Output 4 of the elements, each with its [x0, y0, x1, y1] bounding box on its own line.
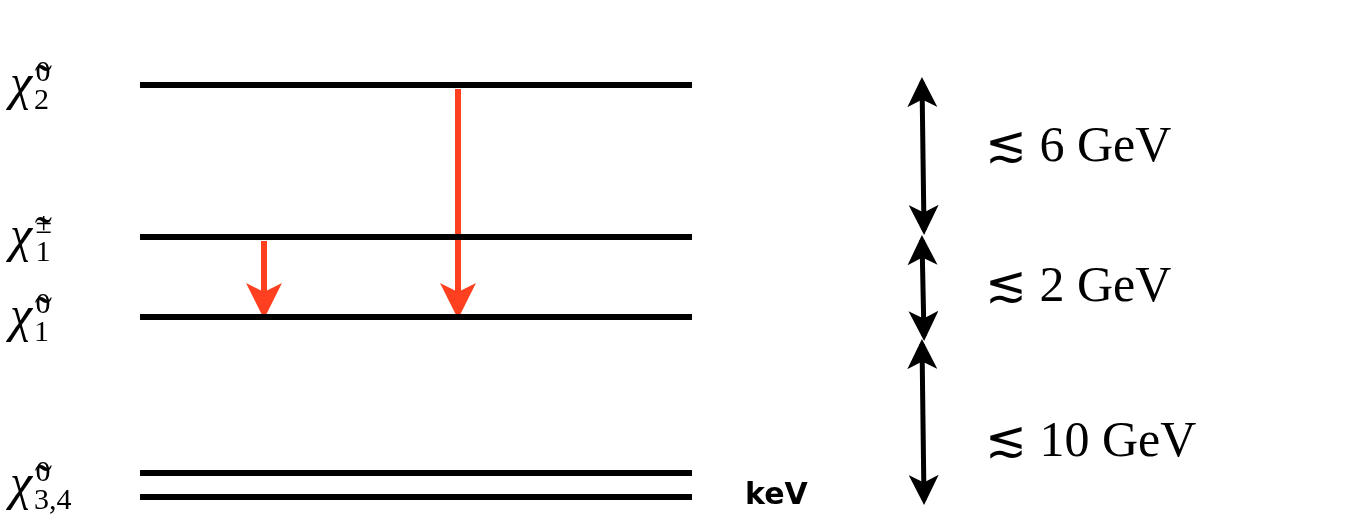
- mass-gap-label: ≲ 10 GeV: [985, 410, 1197, 468]
- mass-gap-label: ≲ 6 GeV: [985, 115, 1172, 173]
- splitting-label: keV: [745, 476, 808, 511]
- mass-gap-label: ≲ 2 GeV: [985, 255, 1172, 313]
